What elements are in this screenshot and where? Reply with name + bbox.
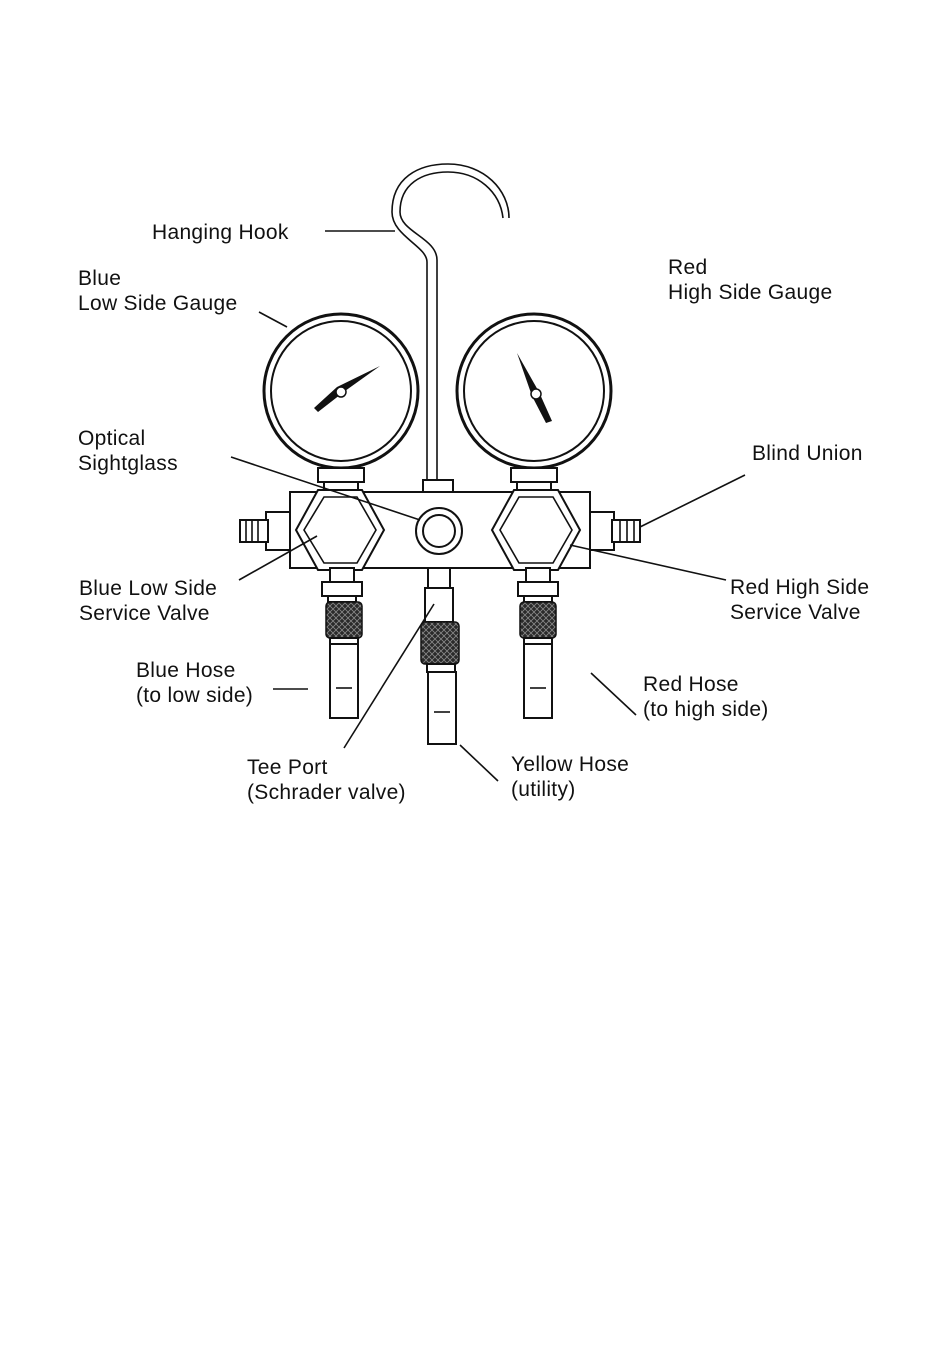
label-blind-union: Blind Union xyxy=(752,442,863,465)
label-blue-gauge-line2: Low Side Gauge xyxy=(78,292,237,315)
label-sightglass-line1: Optical xyxy=(78,427,145,450)
label-red-valve-line2: Service Valve xyxy=(730,601,861,624)
label-yellow-hose-line2: (utility) xyxy=(511,778,576,801)
red-high-side-gauge xyxy=(457,314,611,492)
label-blue-gauge-line1: Blue xyxy=(78,267,121,290)
label-blue-valve-line1: Blue Low Side xyxy=(79,577,217,600)
label-yellow-hose-line1: Yellow Hose xyxy=(511,753,629,776)
blue-hose xyxy=(322,568,362,718)
label-sightglass-line2: Sightglass xyxy=(78,452,178,475)
label-hanging-hook: Hanging Hook xyxy=(152,221,289,244)
label-red-hose-line2: (to high side) xyxy=(643,698,769,721)
blue-low-side-gauge xyxy=(264,314,418,492)
left-blind-union xyxy=(240,512,290,550)
label-tee-port-line2: (Schrader valve) xyxy=(247,781,406,804)
label-blue-hose-line2: (to low side) xyxy=(136,684,253,707)
optical-sightglass xyxy=(416,508,462,554)
label-blue-valve-line2: Service Valve xyxy=(79,602,210,625)
red-hose xyxy=(518,568,558,718)
blind-union xyxy=(590,512,640,550)
yellow-hose xyxy=(421,568,459,744)
label-tee-port-line1: Tee Port xyxy=(247,756,328,779)
label-red-valve-line1: Red High Side xyxy=(730,576,869,599)
label-red-gauge-line1: Red xyxy=(668,256,707,279)
label-red-hose-line1: Red Hose xyxy=(643,673,739,696)
label-red-gauge-line2: High Side Gauge xyxy=(668,281,832,304)
label-blue-hose-line1: Blue Hose xyxy=(136,659,236,682)
